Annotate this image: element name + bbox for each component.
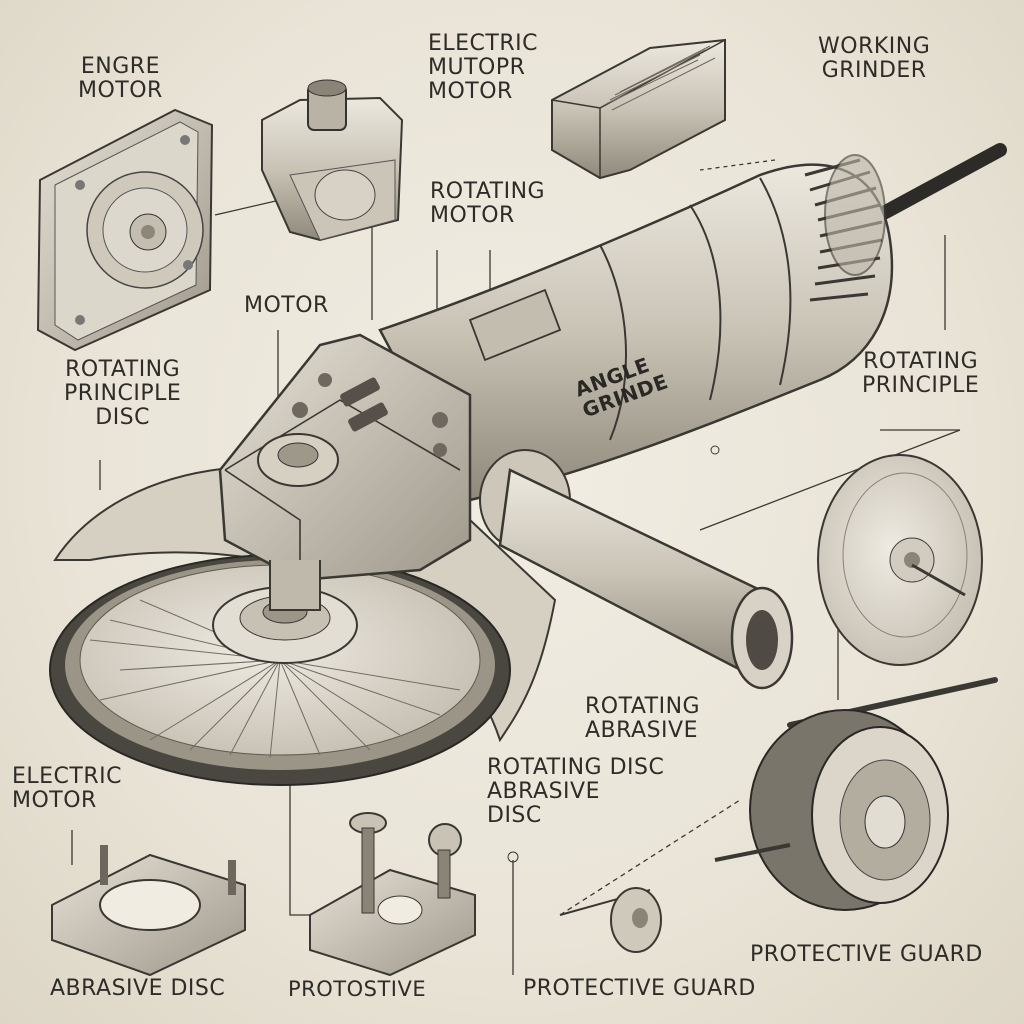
motor-housing-icon (261, 79, 404, 242)
label-rotating-abrasive: ROTATING ABRASIVE (585, 694, 701, 744)
bolt-bracket-icon (309, 812, 476, 977)
small-disc-icon (559, 887, 662, 953)
label-abrasive-disc: ABRASIVE DISC (50, 976, 226, 1001)
motor-mount-plate-icon (36, 108, 214, 352)
mount-bracket-icon (51, 845, 246, 977)
label-protostive: PROTOSTIVE (288, 977, 427, 1001)
label-electric-motor: ELECTRIC MOTOR (12, 764, 122, 814)
brush-block-icon (551, 38, 726, 180)
label-rotating-motor: ROTATING MOTOR (430, 179, 546, 229)
label-electric-motopr-motor: ELECTRIC MUTOPR MOTOR (428, 31, 538, 105)
leader-dot (710, 445, 720, 455)
wire-wheel-icon (714, 677, 998, 911)
label-rotating-disc-abrasive-disc: ROTATING DISC ABRASIVE DISC (487, 755, 665, 829)
label-working-grinder: WORKING GRINDER (818, 34, 931, 84)
label-motor: MOTOR (244, 293, 329, 318)
angle-grinder-illustration (218, 154, 894, 690)
label-rotating-principle: ROTATING PRINCIPLE (862, 349, 980, 399)
leader-dot (507, 851, 519, 863)
label-protective-guard-right: PROTECTIVE GUARD (750, 942, 983, 967)
rotating-disc-icon (817, 454, 983, 666)
label-protective-guard-bottom: PROTECTIVE GUARD (523, 976, 756, 1001)
label-rotating-principle-disc: ROTATING PRINCIPLE DISC (64, 357, 182, 431)
label-engre-motor: ENGRE MOTOR (78, 54, 163, 104)
power-cable (873, 143, 1007, 222)
